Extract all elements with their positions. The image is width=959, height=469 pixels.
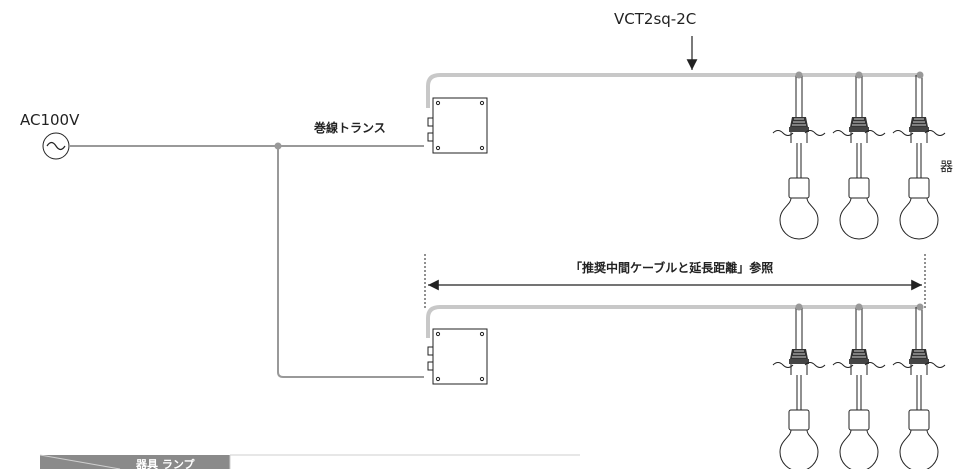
table-header: 器具 ランプ	[39, 454, 580, 469]
cable-lower	[426, 305, 920, 338]
side-label: 器	[940, 160, 953, 175]
cable-upper	[426, 73, 920, 108]
ac-wave	[46, 141, 66, 151]
fixture-row-upper	[772, 71, 946, 240]
transformer-label: 巻線トランス	[313, 120, 386, 135]
pendant-lamp-icon	[832, 74, 886, 240]
transformer-box-icon-upper	[427, 97, 488, 154]
branch-line	[277, 146, 424, 378]
pendant-lamp-icon	[892, 306, 946, 469]
table-header-label: 器具 ランプ	[135, 457, 195, 469]
fixture-row-lower	[772, 303, 946, 469]
pendant-lamp-icon	[772, 306, 826, 469]
reference-label: 「推奨中間ケーブルと延長距離」参照	[570, 260, 773, 275]
pendant-lamp-icon	[832, 306, 886, 469]
pendant-lamp-icon	[772, 74, 826, 240]
cable-label: VCT2sq-2C	[614, 10, 696, 28]
transformer-box-icon-lower	[427, 328, 488, 385]
source-label: AC100V	[20, 111, 80, 129]
pendant-lamp-icon	[892, 74, 946, 240]
